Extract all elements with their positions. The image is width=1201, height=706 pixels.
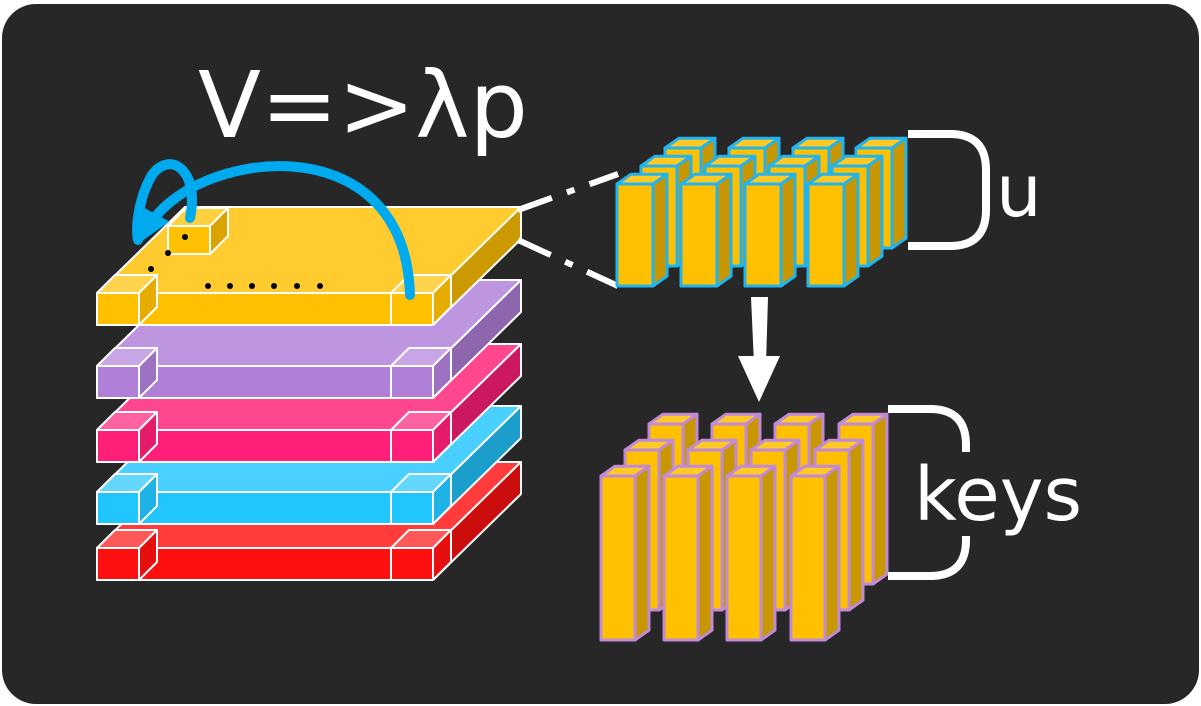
keys-block-side <box>823 464 841 642</box>
layer-lavender-cell-left-front <box>96 365 140 399</box>
keys-block <box>662 464 714 642</box>
u-block-front <box>743 182 783 288</box>
keys-block-side <box>759 464 777 642</box>
layer-yellow-cell-right-front <box>390 292 434 326</box>
keys-block-front <box>662 474 700 642</box>
keys-block-side <box>871 412 889 586</box>
ellipsis-dots <box>148 234 323 289</box>
u-block <box>806 172 860 288</box>
u-block-side <box>779 172 797 288</box>
keys-block-side <box>847 438 865 612</box>
formula-label: V=>λp <box>198 52 528 159</box>
u-block-group <box>615 136 908 288</box>
u-block-side <box>651 172 669 288</box>
keys-block-side <box>696 464 714 642</box>
down-arrow <box>738 297 780 402</box>
u-block-side <box>715 172 733 288</box>
u-bracket <box>908 130 990 250</box>
u-block-side <box>890 136 908 250</box>
top-cell-front <box>167 225 211 255</box>
keys-label-backdrop <box>955 452 985 536</box>
short-curved-arrow <box>132 159 197 245</box>
layer-cyan-cell-left-front <box>96 491 140 525</box>
u-block-front <box>615 182 655 288</box>
u-label: u <box>996 149 1042 233</box>
layer-stack <box>96 206 522 581</box>
layer-lavender-cell-right-front <box>390 365 434 399</box>
u-block-front <box>806 182 846 288</box>
keys-block <box>725 464 777 642</box>
layer-red-cell-left-front <box>96 547 140 581</box>
layer-red-cell-right-front <box>390 547 434 581</box>
u-block-side <box>866 154 884 268</box>
connector-lines <box>516 171 620 289</box>
top-cell <box>167 207 229 255</box>
keys-block-side <box>633 464 651 642</box>
u-block-front <box>679 182 719 288</box>
keys-block-front <box>725 474 763 642</box>
keys-block-front <box>789 474 827 642</box>
layer-yellow-cell-left-front <box>96 292 140 326</box>
keys-block <box>599 464 651 642</box>
layer-pink-cell-left-front <box>96 429 140 463</box>
keys-block <box>789 464 841 642</box>
long-curved-arrow <box>140 161 415 300</box>
u-block <box>615 172 669 288</box>
u-block <box>679 172 733 288</box>
keys-label: keys <box>914 452 1082 538</box>
layer-pink-cell-right-front <box>390 429 434 463</box>
keys-block-front <box>599 474 637 642</box>
layer-cyan-cell-right-front <box>390 491 434 525</box>
u-block <box>743 172 797 288</box>
keys-block-group <box>599 412 889 642</box>
u-block-side <box>842 172 860 288</box>
